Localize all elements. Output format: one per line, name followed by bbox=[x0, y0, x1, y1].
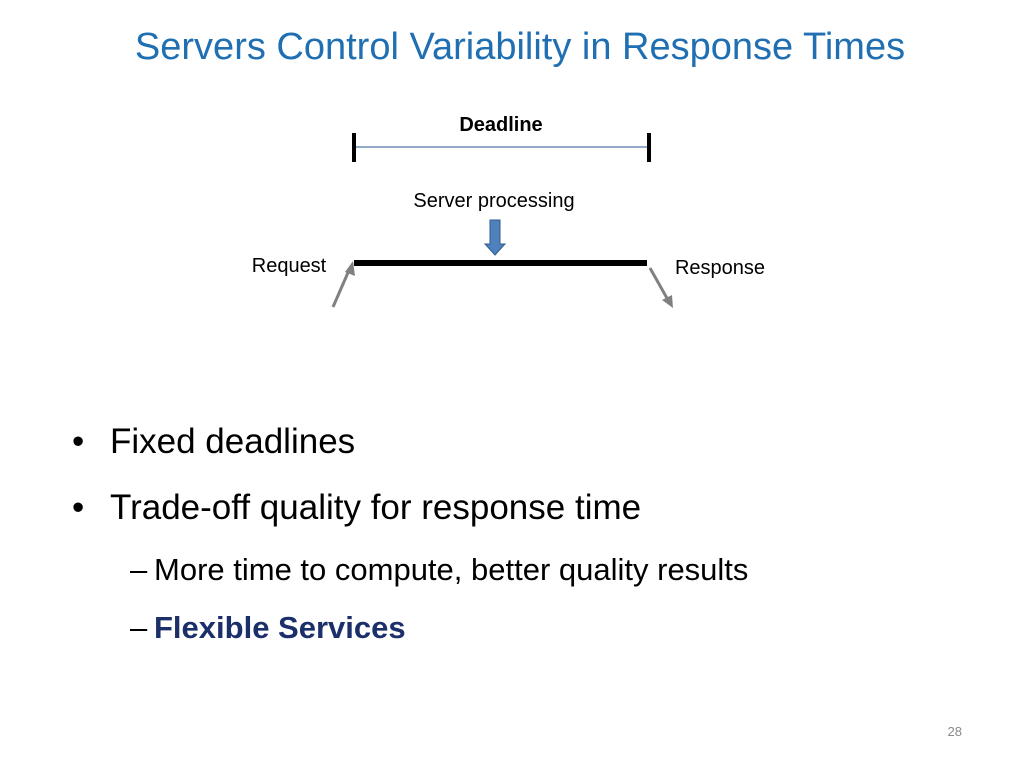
sub-bullet-text: More time to compute, better quality res… bbox=[154, 552, 749, 587]
request-arrow-shaft bbox=[331, 267, 352, 308]
server-processing-arrow-icon bbox=[483, 219, 507, 256]
page-number: 28 bbox=[947, 724, 962, 739]
sub-bullet-item-highlight: –Flexible Services bbox=[130, 608, 972, 648]
response-arrow-icon bbox=[662, 295, 673, 308]
bullet-list: • Fixed deadlines • Trade-off quality for … bbox=[72, 418, 972, 666]
slide-title: Servers Control Variability in Response … bbox=[134, 26, 906, 68]
sub-bullet-item: –More time to compute, better quality re… bbox=[130, 550, 972, 590]
bullet-item: • Trade-off quality for response time bbox=[72, 484, 972, 532]
response-arrow-shaft bbox=[648, 267, 670, 301]
dash-icon: – bbox=[130, 552, 148, 587]
server-processing-label: Server processing bbox=[413, 190, 574, 212]
bullet-icon: • bbox=[72, 488, 85, 527]
bullet-item: • Fixed deadlines bbox=[72, 418, 972, 466]
sub-bullet-text: Flexible Services bbox=[154, 610, 406, 645]
request-arrow-icon bbox=[345, 261, 355, 276]
request-label: Request bbox=[252, 255, 327, 277]
bullet-text: Fixed deadlines bbox=[110, 422, 356, 461]
bullet-text: Trade-off quality for response time bbox=[110, 488, 642, 527]
deadline-label: Deadline bbox=[459, 114, 542, 136]
response-label: Response bbox=[675, 257, 765, 279]
dash-icon: – bbox=[130, 610, 148, 645]
bullet-icon: • bbox=[72, 422, 85, 461]
